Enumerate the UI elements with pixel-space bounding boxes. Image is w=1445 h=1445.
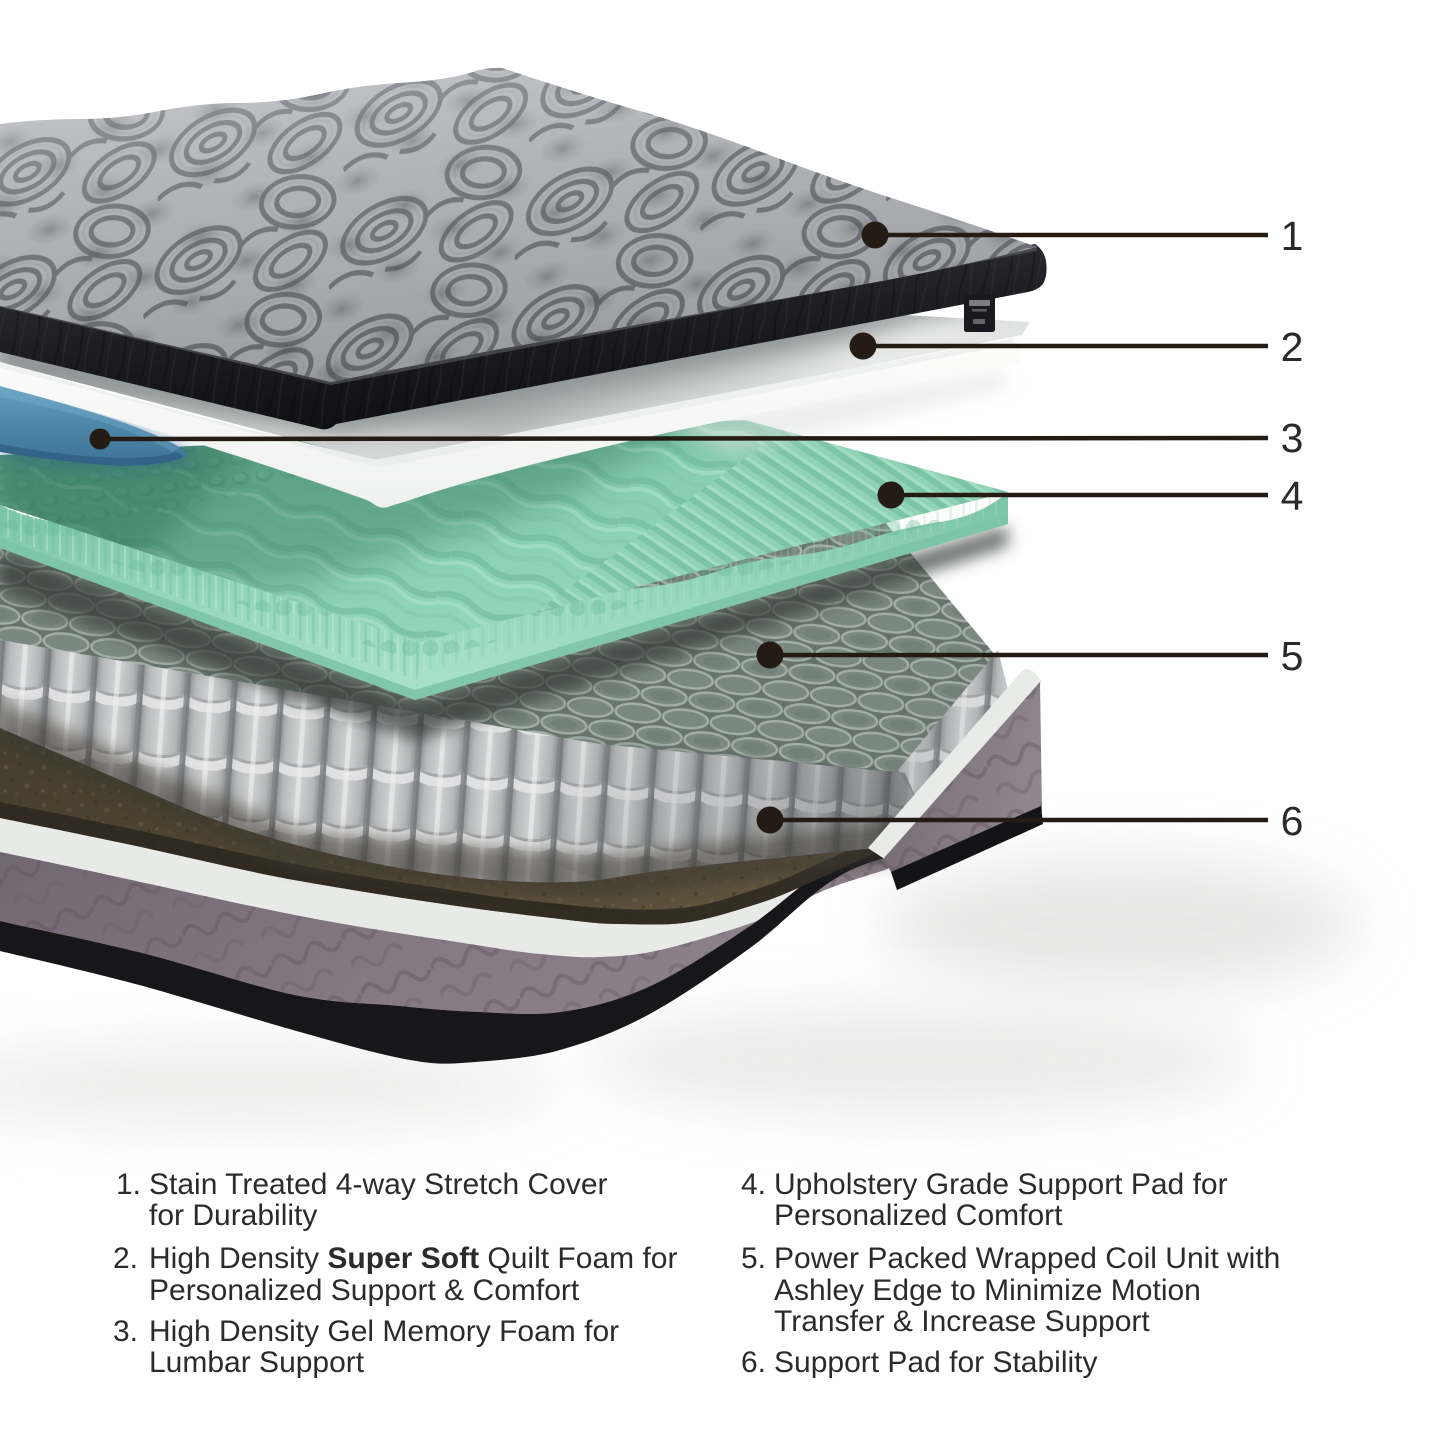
- svg-text:for Durability: for Durability: [149, 1199, 317, 1232]
- svg-text:6.: 6.: [741, 1346, 766, 1379]
- svg-text:Stain Treated 4-way Stretch Co: Stain Treated 4-way Stretch Cover: [149, 1168, 608, 1201]
- svg-text:High Density Gel Memory Foam f: High Density Gel Memory Foam for: [149, 1315, 619, 1348]
- svg-text:3.: 3.: [113, 1315, 138, 1348]
- svg-text:5.: 5.: [741, 1242, 766, 1275]
- svg-text:Ashley Edge to Minimize Motion: Ashley Edge to Minimize Motion: [774, 1274, 1201, 1307]
- svg-text:Personalized Comfort: Personalized Comfort: [774, 1199, 1063, 1232]
- svg-text:Power Packed Wrapped Coil Unit: Power Packed Wrapped Coil Unit with: [774, 1242, 1280, 1275]
- svg-text:Upholstery Grade Support Pad f: Upholstery Grade Support Pad for: [774, 1168, 1228, 1201]
- svg-text:Support Pad for Stability: Support Pad for Stability: [774, 1346, 1098, 1379]
- svg-text:Transfer & Increase Support: Transfer & Increase Support: [774, 1305, 1150, 1338]
- svg-text:6: 6: [1281, 798, 1304, 844]
- svg-text:5: 5: [1281, 633, 1304, 679]
- svg-text:1.: 1.: [116, 1168, 141, 1201]
- svg-text:Lumbar Support: Lumbar Support: [149, 1346, 365, 1379]
- svg-text:4.: 4.: [741, 1168, 766, 1201]
- svg-text:4: 4: [1281, 473, 1304, 519]
- svg-text:High Density Super Soft Quilt: High Density Super Soft Quilt Foam for: [149, 1242, 677, 1275]
- svg-text:2: 2: [1281, 324, 1304, 370]
- svg-text:3: 3: [1281, 415, 1304, 461]
- svg-text:2.: 2.: [113, 1242, 138, 1275]
- svg-text:Personalized Support & Comfort: Personalized Support & Comfort: [149, 1274, 580, 1307]
- svg-text:1: 1: [1281, 213, 1304, 259]
